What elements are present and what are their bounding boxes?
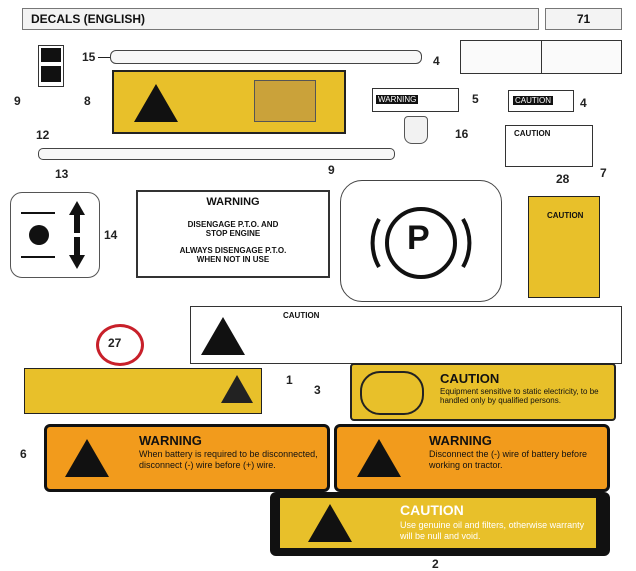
callout-8: 8	[84, 94, 91, 108]
callout-5: 5	[472, 92, 479, 106]
warning-triangle-icon	[357, 439, 401, 477]
decal-2-title: CAUTION	[400, 502, 464, 518]
decal-4-right: CAUTION	[508, 90, 574, 112]
decal-5-label: WARNING	[376, 95, 419, 104]
decal-9-parking: P	[340, 180, 502, 302]
decal-6-right: WARNING Disconnect the (-) wire of batte…	[334, 424, 610, 492]
callout-9-park: 9	[328, 163, 335, 177]
decal-16-plug	[404, 116, 428, 144]
decal-13-controls	[10, 192, 100, 278]
decal-3-text: Equipment sensitive to static electricit…	[440, 387, 599, 405]
decal-15-strip	[110, 50, 422, 64]
callout-13: 13	[55, 167, 69, 181]
decal-3-title: CAUTION	[440, 371, 500, 386]
callout-28: 28	[556, 172, 570, 186]
decal-2: CAUTION Use genuine oil and filters, oth…	[270, 492, 610, 556]
decal-3: CAUTION Equipment sensitive to static el…	[350, 363, 616, 421]
parking-brake-icon	[370, 207, 472, 279]
page-title: DECALS (ENGLISH)	[22, 8, 539, 30]
decal-9-person	[38, 45, 64, 87]
warning-triangle-icon	[65, 439, 109, 477]
decal-6-right-title: WARNING	[429, 433, 492, 448]
page-number-box: 71	[545, 8, 622, 30]
decal-6-left-text: When battery is required to be disconnec…	[139, 449, 318, 470]
decal-2-text: Use genuine oil and filters, otherwise w…	[400, 520, 585, 541]
decal-6-left: WARNING When battery is required to be d…	[44, 424, 330, 492]
hand-hazard-icon	[254, 80, 316, 122]
decal-14-line3: ALWAYS DISENGAGE P.T.O.	[179, 246, 287, 255]
decal-4-pair	[460, 40, 622, 74]
decal-6-right-text: Disconnect the (-) wire of battery befor…	[429, 449, 588, 470]
parking-letter: P	[407, 219, 430, 257]
callout-15: 15	[82, 50, 96, 64]
callout-12: 12	[36, 128, 50, 142]
decal-28: CAUTION	[528, 196, 600, 298]
decal-4-label: CAUTION	[513, 96, 553, 105]
decal-1: CAUTION	[190, 306, 622, 364]
callout-2: 2	[432, 557, 439, 571]
warning-triangle-icon	[308, 504, 352, 542]
page-title-text: DECALS (ENGLISH)	[31, 12, 145, 26]
decal-7-label: CAUTION	[514, 129, 551, 138]
decal-14-line1: DISENGAGE P.T.O. AND	[187, 220, 279, 229]
leader-line	[98, 57, 110, 58]
static-hazard-icon	[360, 371, 424, 415]
callout-4-top: 4	[433, 54, 440, 68]
callout-14: 14	[104, 228, 118, 242]
decal-5: WARNING	[372, 88, 459, 112]
decal-28-label: CAUTION	[547, 211, 584, 220]
decal-14: WARNING DISENGAGE P.T.O. AND STOP ENGINE…	[136, 190, 330, 278]
highlight-circle	[96, 324, 144, 366]
callout-1: 1	[286, 373, 293, 387]
callout-4-right: 4	[580, 96, 587, 110]
callout-27: 27	[108, 336, 122, 350]
callout-9-left: 9	[14, 94, 21, 108]
warning-triangle-icon	[201, 317, 245, 355]
warning-triangle-icon	[134, 84, 178, 122]
decal-14-line2: STOP ENGINE	[205, 229, 261, 238]
decal-6-left-title: WARNING	[139, 433, 202, 448]
decal-8	[112, 70, 346, 134]
decal-14-line4: WHEN NOT IN USE	[196, 255, 270, 264]
callout-16: 16	[455, 127, 469, 141]
warning-triangle-icon	[221, 375, 253, 403]
decal-1-label: CAUTION	[283, 311, 320, 320]
decal-14-title: WARNING	[206, 196, 260, 208]
page-number: 71	[576, 12, 591, 26]
control-arrows-icon	[21, 201, 85, 269]
decal-27	[24, 368, 262, 414]
callout-6: 6	[20, 447, 27, 461]
callout-7: 7	[600, 166, 607, 180]
decal-7: CAUTION	[505, 125, 593, 167]
callout-3: 3	[314, 383, 321, 397]
decal-12-strip	[38, 148, 395, 160]
